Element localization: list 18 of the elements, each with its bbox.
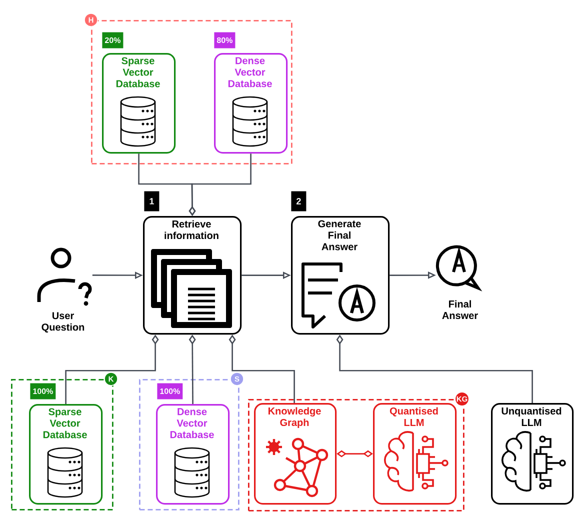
- box-title: Knowledge Graph: [268, 407, 321, 428]
- percentage-tag: 20%: [102, 32, 124, 48]
- icon-caption: Final Answer: [442, 300, 478, 320]
- percentage-tag: 100%: [30, 383, 56, 400]
- box-title: Dense Vector Database: [228, 57, 272, 88]
- connector: [188, 154, 252, 216]
- icon-caption: User Question: [42, 312, 84, 333]
- percentage-tag: 100%: [157, 383, 183, 400]
- step-number: 2: [291, 191, 306, 212]
- step-number: 1: [144, 191, 160, 212]
- box-title: Generate Final Answer: [318, 220, 361, 250]
- box-title: Quantised LLM: [390, 407, 438, 426]
- percentage-tag: 80%: [214, 32, 236, 48]
- box-title: Sparse Vector Database: [116, 57, 160, 88]
- box-title: Sparse Vector Database: [43, 408, 87, 438]
- box-title: Dense Vector Database: [170, 408, 214, 438]
- box-title: Unquantised LLM: [502, 407, 562, 426]
- box-title: Retrieve information: [164, 220, 218, 240]
